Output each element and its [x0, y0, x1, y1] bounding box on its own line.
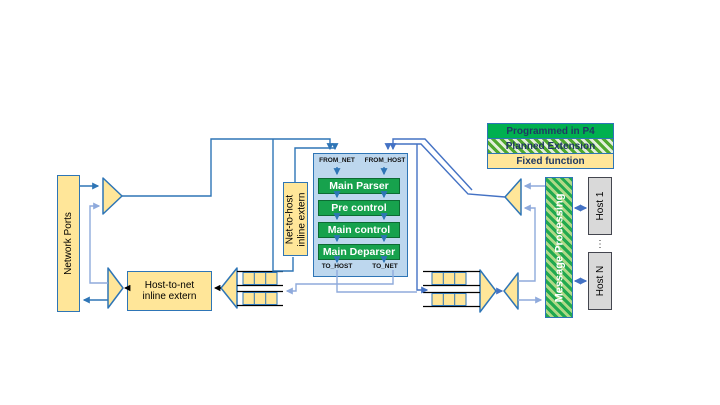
queue-host-to-net-upper — [242, 272, 278, 285]
legend-fixed-function: Fixed function — [488, 153, 613, 168]
hosts-ellipsis: ⋮ — [595, 238, 605, 250]
net-to-host-mux-triangle — [479, 269, 497, 313]
legend: Programmed in P4 Planned Extension Fixed… — [487, 123, 614, 169]
net-to-host-demux-triangle — [503, 272, 519, 310]
port-from-net: FROM_NET — [319, 157, 355, 164]
port-from-host: FROM_HOST — [364, 157, 406, 164]
host-1-box — [588, 177, 612, 235]
host-to-net-extern-box: Host-to-net inline extern — [127, 271, 212, 311]
legend-planned-extension: Planned Extension — [488, 138, 613, 153]
host-to-net-mux-triangle — [220, 267, 238, 309]
host-1-label: Host 1 — [594, 191, 606, 221]
queue-host-to-net-lower — [242, 292, 278, 305]
legend-programmed-in-p4: Programmed in P4 — [488, 124, 613, 138]
port-to-host: TO_HOST — [321, 263, 353, 270]
wire-host-branch-to-queues — [416, 144, 429, 294]
host-n-label: Host N — [594, 265, 606, 297]
message-processing-label: Message Processing — [553, 193, 565, 302]
stage-main-control: Main control — [318, 222, 400, 238]
queue-net-to-host-lower — [431, 293, 467, 306]
message-processing-box — [545, 177, 573, 318]
host-to-net-extern-line2: inline extern — [142, 291, 197, 302]
network-ports-label: Network Ports — [63, 212, 74, 275]
stage-main-parser: Main Parser — [318, 178, 400, 194]
queue-net-to-host-upper — [431, 272, 467, 285]
stage-pre-control: Pre control — [318, 200, 400, 216]
network-ports-box — [57, 175, 80, 312]
net-ingress-mux-triangle — [102, 177, 123, 215]
net-to-host-extern-line2: inline extern — [295, 192, 307, 246]
net-to-host-extern-line1: Net-to-host — [284, 194, 295, 244]
host-n-box — [588, 252, 612, 310]
port-to-net: TO_NET — [372, 263, 398, 270]
stage-main-deparser: Main Deparser — [318, 244, 400, 260]
wire-hairpin-to-ingress-mux — [89, 202, 108, 284]
host-to-net-extern-line1: Host-to-net — [144, 279, 195, 291]
host-ingress-mux-triangle — [504, 178, 522, 216]
net-to-host-extern-label: Net-to-host inline extern — [283, 182, 308, 256]
wire-demux-loop-to-host-mux — [518, 204, 536, 282]
net-egress-demux-triangle — [107, 267, 124, 309]
